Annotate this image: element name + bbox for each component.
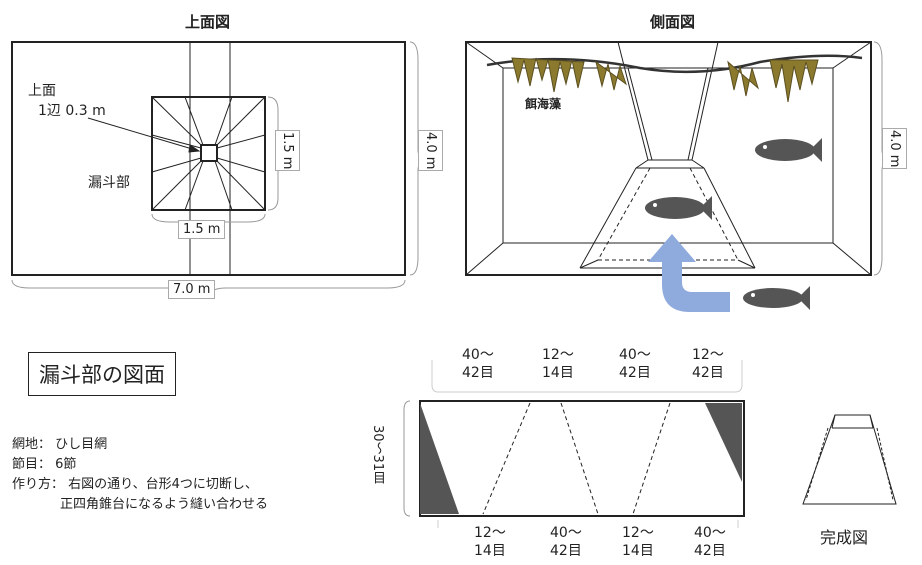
inner-height-dimension: 1.5 m xyxy=(275,130,300,172)
fish-icon xyxy=(645,196,712,220)
funnel-net-drawing xyxy=(403,360,745,528)
top-mesh-count-3: 40〜42目 xyxy=(619,347,651,381)
fish-icon xyxy=(743,286,810,310)
top-mesh-count-1: 40〜42目 xyxy=(462,347,494,381)
fish-icon xyxy=(755,138,822,162)
funnel-part-label: 漏斗部 xyxy=(88,175,130,191)
spec-method: 作り方： 右図の通り、台形4つに切断し、 xyxy=(12,477,258,492)
completed-figure-label: 完成図 xyxy=(820,528,869,547)
top-mesh-count-2: 12〜14目 xyxy=(542,347,574,381)
side-view-title: 側面図 xyxy=(650,13,696,31)
bottom-mesh-count-4: 40〜42目 xyxy=(694,525,726,559)
entry-arrow xyxy=(648,234,730,312)
top-width-dimension: 7.0 m xyxy=(168,280,216,299)
funnel-drawing-title: 漏斗部の図面 xyxy=(28,352,176,396)
seaweed-illustration xyxy=(511,57,819,103)
top-face-size-label: 1辺 0.3 m xyxy=(38,103,106,119)
bottom-mesh-count-1: 12〜14目 xyxy=(474,525,506,559)
spec-mesh-count: 節目： 6節 xyxy=(12,457,77,472)
spec-net-type: 網地： ひし目網 xyxy=(12,437,108,452)
top-face-label: 上面 xyxy=(28,83,56,99)
top-view-title: 上面図 xyxy=(185,13,231,31)
bottom-mesh-count-3: 12〜14目 xyxy=(622,525,654,559)
top-view-drawing xyxy=(11,41,427,298)
side-height-dimension: 4.0 m xyxy=(882,128,907,170)
left-mesh-dimension: 30〜31目 xyxy=(370,425,385,485)
top-height-dimension: 4.0 m xyxy=(418,130,443,172)
bottom-mesh-count-2: 40〜42目 xyxy=(550,525,582,559)
top-mesh-count-4: 12〜42目 xyxy=(692,347,724,381)
inner-width-dimension: 1.5 m xyxy=(178,220,226,239)
seaweed-label: 餌海藻 xyxy=(525,97,562,111)
spec-method-cont: 正四角錐台になるよう縫い合わせる xyxy=(60,497,269,512)
completed-funnel-figure xyxy=(802,414,897,505)
